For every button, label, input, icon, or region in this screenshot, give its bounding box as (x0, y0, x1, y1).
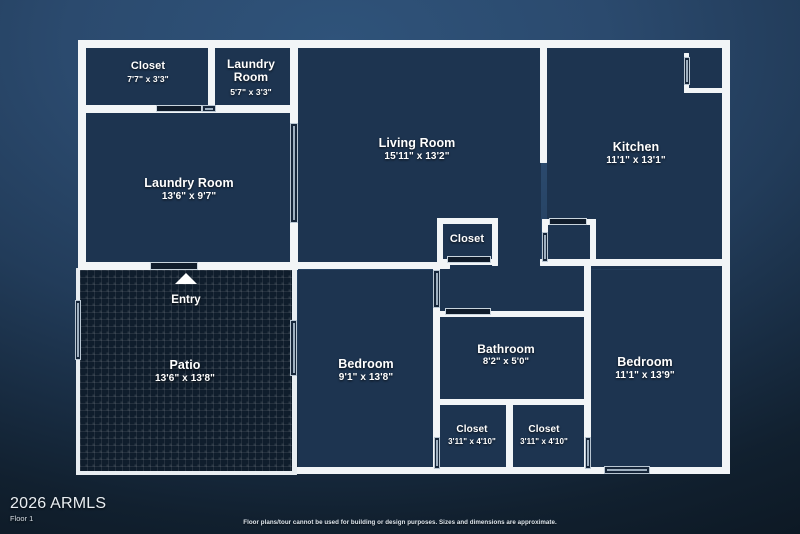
brand-name: 2026 ARMLS (10, 495, 107, 512)
door-opening-hallway-vertical[interactable] (433, 270, 440, 308)
room-fill-closet-top-left (86, 47, 211, 107)
window-patio-left[interactable] (75, 300, 81, 360)
room-fill-patio (80, 270, 292, 473)
room-fill-bathroom (440, 317, 585, 400)
wall-living-kitchen-divider (540, 44, 547, 163)
room-fill-closet-bath-right (513, 405, 585, 473)
door-opening-laundry-patio[interactable] (150, 262, 198, 270)
door-opening-nook-left[interactable] (542, 232, 548, 262)
wall-bedroom-right-left (584, 259, 591, 474)
door-opening-closet-bath-right[interactable] (585, 437, 591, 469)
room-fill-laundry-main (86, 113, 292, 265)
wall-bedroom-left-right (433, 264, 440, 474)
window-top-strip[interactable] (202, 105, 216, 112)
room-fill-hallway (440, 264, 585, 312)
wall-bathroom-top (433, 311, 591, 317)
wall-bath-closet-right-edge (584, 399, 591, 474)
wall-bath-closets-divider (506, 399, 513, 474)
window-laundry-living-slider[interactable] (290, 123, 298, 223)
brand-watermark: 2026 ARMLS Floor 1 (10, 495, 106, 524)
wall-mid-horizontal-right (540, 259, 730, 266)
exterior-wall-top (78, 40, 730, 48)
door-opening-kitchen-nook[interactable] (549, 218, 587, 225)
exterior-wall-right (722, 40, 730, 474)
door-opening-kitchen-alcove[interactable] (684, 57, 690, 85)
window-patio-right[interactable] (290, 320, 297, 376)
disclaimer-text: Floor plans/tour cannot be used for buil… (243, 519, 557, 526)
room-fill-closet-center (443, 224, 492, 259)
room-fill-laundry-top (215, 47, 292, 107)
floor-label: Floor 1 (10, 514, 34, 523)
door-opening-bathroom[interactable] (445, 308, 491, 315)
room-fill-kitchen-nook (547, 224, 591, 264)
wall-kitchen-nook-right (590, 219, 596, 266)
wall-kitchen-alcove-bottom (684, 88, 730, 93)
room-fill-bedroom-left (298, 270, 434, 473)
wall-closet-center-right (492, 218, 498, 266)
window-bedroom-right-bottom[interactable] (604, 466, 650, 474)
room-fill-closet-bath-left (440, 405, 508, 473)
entry-arrow-icon (175, 273, 197, 284)
door-opening-closet-center[interactable] (447, 256, 491, 263)
wall-closet-laundry-divider (208, 44, 215, 109)
entry-label: Entry (171, 294, 201, 306)
room-fill-bedroom-right (590, 270, 723, 473)
room-fill-living-room (298, 47, 541, 269)
wall-closet-center-left (437, 218, 443, 266)
wall-mid-horizontal (290, 262, 450, 269)
door-opening-closet-bath-left[interactable] (434, 437, 440, 469)
door-opening-top-strip[interactable] (156, 105, 202, 112)
patio-edge-left (76, 268, 80, 475)
exterior-wall-left-upper (78, 40, 86, 270)
wall-closet-center-top (437, 218, 498, 224)
patio-edge-bottom (76, 471, 296, 475)
room-fill-kitchen-alcove (689, 58, 723, 88)
